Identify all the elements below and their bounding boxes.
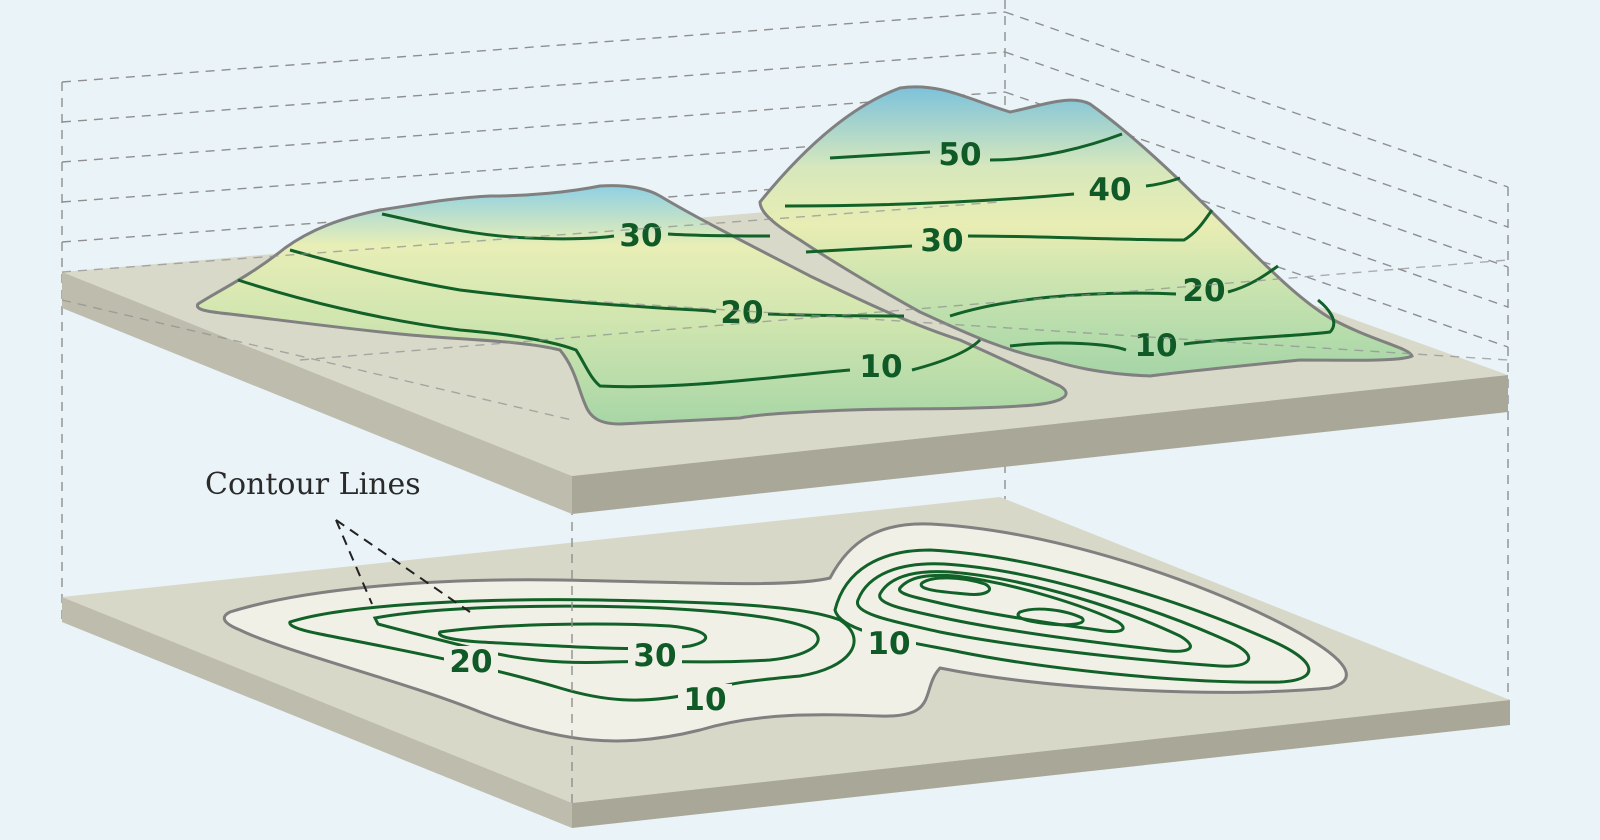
map-label-10-left: 10 — [683, 682, 726, 718]
relief-label-30-right: 30 — [920, 223, 963, 259]
relief-label-30-left: 30 — [619, 218, 662, 254]
relief-slab-front-edge — [572, 375, 1508, 514]
right-hill-contour-30 — [805, 209, 1214, 254]
map-contour-20-right — [856, 562, 1251, 668]
map-contour-10-right — [833, 548, 1311, 684]
map-contour-50-right-a — [919, 576, 991, 596]
right-hill-contour-50 — [829, 132, 1123, 162]
map-label-30-left-group: 30 — [628, 638, 682, 674]
map-slab-left-edge — [62, 597, 572, 828]
map-contour-30-left — [437, 622, 708, 651]
right-hill-contour-10 — [1009, 298, 1336, 352]
map-contour-50-right-b — [1016, 607, 1085, 627]
relief-label-50-right: 50 — [938, 137, 981, 173]
contour-lines-callout: Contour Lines — [205, 467, 471, 613]
map-label-30-left: 30 — [633, 638, 676, 674]
right-hill-contour-20 — [949, 264, 1279, 318]
relief-label-10-right: 10 — [1134, 328, 1177, 364]
map-contour-10-left — [288, 598, 856, 702]
projection-guides-overlay — [61, 201, 1509, 421]
left-hill-contour-10 — [237, 278, 982, 389]
relief-label-20-right: 20 — [1182, 273, 1225, 309]
relief-slab: 30 20 10 50 40 30 20 10 — [62, 85, 1508, 514]
map-label-10-left-group: 10 — [678, 682, 732, 718]
map-land-area — [222, 522, 1348, 743]
relief-slab-left-edge — [62, 272, 572, 514]
map-contour-30-right — [878, 570, 1192, 653]
relief-label-10-left: 10 — [859, 349, 902, 385]
map-slab-front-edge — [572, 700, 1510, 828]
callout-leader-1 — [335, 519, 373, 605]
map-label-20-left-group: 20 — [444, 644, 498, 680]
map-label-10-right: 10 — [867, 626, 910, 662]
map-contour-40-right — [898, 573, 1125, 634]
left-hill-contour-30 — [381, 212, 771, 241]
right-hill-contour-40 — [784, 176, 1181, 208]
relief-label-40-right: 40 — [1088, 172, 1131, 208]
map-label-10-right-group: 10 — [862, 626, 916, 662]
map-slab: 30 20 10 10 — [62, 497, 1510, 828]
relief-label-20-left: 20 — [720, 295, 763, 331]
callout-label: Contour Lines — [205, 467, 421, 502]
map-label-20-left: 20 — [449, 644, 492, 680]
